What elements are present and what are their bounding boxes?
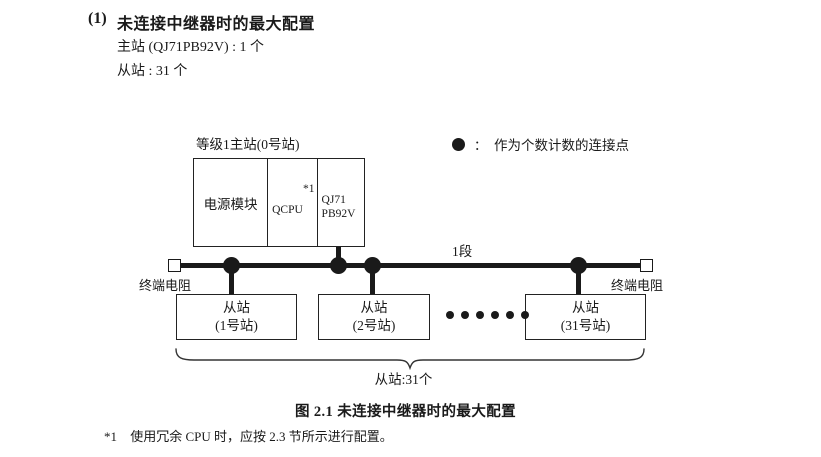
connection-node-dot [223, 257, 240, 274]
slave-title: 从站 [360, 299, 388, 315]
section-number: (1) [88, 10, 107, 27]
connection-node-dot [330, 257, 347, 274]
terminator-left-label: 终端电阻 [139, 278, 192, 293]
brace-label: 从站:31个 [0, 368, 821, 388]
slave-drop-line [370, 266, 375, 294]
terminator-right-label: 终端电阻 [611, 278, 664, 293]
ellipsis-dots [446, 311, 529, 319]
slave-station: (1号站) [215, 318, 258, 333]
legend: ： 作为个数计数的连接点 [452, 134, 629, 154]
slave-station-box: 从站 (31号站) [525, 294, 646, 340]
network-module-line1: QJ71 [321, 194, 346, 206]
brace-icon [175, 348, 645, 371]
master-rack-label: 等级1主站(0号站) [196, 137, 300, 152]
master-count-line: 主站 (QJ71PB92V) : 1 个 [117, 40, 265, 55]
power-supply-label: 电源模块 [203, 196, 258, 212]
rack-cell-network-module: QJ71 PB92V [318, 159, 364, 246]
segment-label: 1段 [452, 244, 473, 259]
brace-label-text: 从站:31个 [374, 372, 433, 387]
figure-caption-text: 图 2.1 未连接中继器时的最大配置 [294, 404, 517, 420]
legend-text: 作为个数计数的连接点 [494, 138, 630, 153]
rack-cell-cpu: QCPU *1 [268, 159, 318, 246]
terminator-left-icon [168, 259, 181, 272]
bus-trunk-line [176, 263, 646, 268]
slave-title: 从站 [572, 299, 599, 315]
ellipsis-dot [506, 311, 514, 319]
terminator-right-icon [640, 259, 653, 272]
ellipsis-dot [476, 311, 484, 319]
figure-caption: 图 2.1 未连接中继器时的最大配置 [0, 400, 821, 421]
connection-node-dot [364, 257, 381, 274]
slave-drop-line [229, 266, 234, 294]
ellipsis-dot [461, 311, 469, 319]
rack-cell-power-supply: 电源模块 [194, 159, 269, 246]
cpu-label: QCPU [272, 204, 303, 216]
section-title: 未连接中继器时的最大配置 [117, 16, 316, 33]
slave-count-line: 从站 : 31 个 [117, 64, 188, 79]
cpu-footnote-marker: *1 [303, 183, 315, 195]
slave-station-box: 从站 (1号站) [176, 294, 297, 340]
slave-station: (2号站) [352, 318, 396, 333]
legend-colon: ： [474, 137, 488, 153]
slave-station: (31号站) [560, 318, 611, 333]
slave-range-brace [172, 348, 648, 375]
slave-station-box: 从站 (2号站) [318, 294, 430, 340]
network-module-line2: PB92V [321, 208, 356, 221]
slave-title: 从站 [223, 299, 250, 315]
ellipsis-dot [446, 311, 454, 319]
slave-drop-line [576, 266, 581, 294]
footnote-text: 使用冗余 CPU 时，应按 2.3 节所示进行配置。 [130, 429, 393, 444]
network-module-label: QJ71 PB92V [322, 193, 356, 221]
ellipsis-dot [521, 311, 529, 319]
connection-node-dot [570, 257, 587, 274]
ellipsis-dot [491, 311, 499, 319]
master-rack: 电源模块 QCPU *1 QJ71 PB92V [193, 158, 365, 247]
footnote-marker: *1 [104, 429, 117, 444]
footnote: *1 使用冗余 CPU 时，应按 2.3 节所示进行配置。 [104, 426, 393, 445]
filled-circle-icon [452, 137, 465, 151]
